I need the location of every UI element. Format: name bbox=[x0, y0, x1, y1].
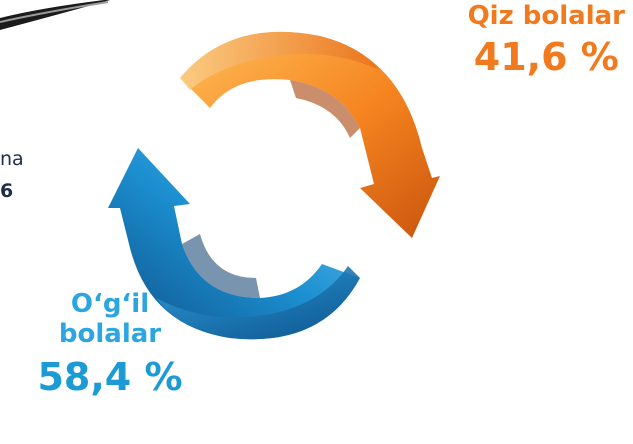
cycle-arrows-diagram bbox=[108, 31, 440, 340]
boys-label-line2: bolalar bbox=[58, 318, 162, 349]
boys-label-group: O‘g‘il bolalar 58,4 % bbox=[30, 289, 190, 399]
corner-swoosh-decoration bbox=[0, 0, 110, 30]
girls-percent: 41,6 % bbox=[473, 34, 619, 79]
girls-label: Qiz bolalar bbox=[467, 1, 625, 31]
boys-percent: 58,4 % bbox=[37, 354, 183, 399]
girls-label-group: Qiz bolalar 41,6 % bbox=[467, 1, 625, 80]
partial-text-line1: na bbox=[0, 148, 24, 170]
partial-text-line2: 6 bbox=[0, 180, 14, 202]
boys-label-line1: O‘g‘il bbox=[70, 289, 150, 319]
orange-arrow bbox=[180, 31, 440, 238]
blue-arrow bbox=[108, 148, 360, 340]
